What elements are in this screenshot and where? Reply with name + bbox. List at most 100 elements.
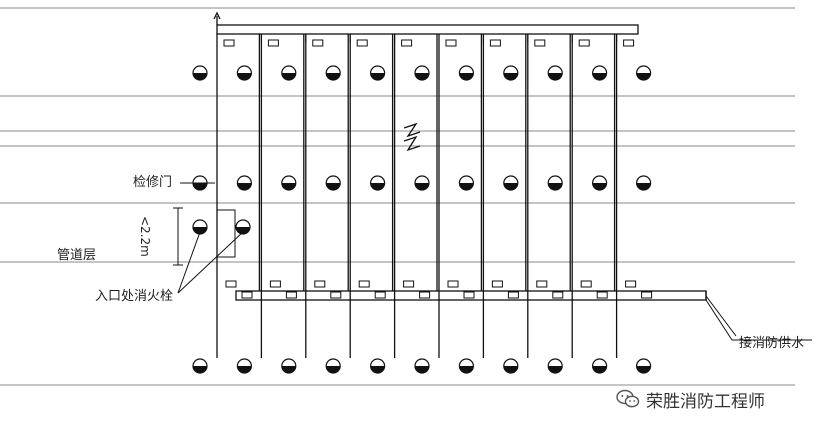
pipe-network bbox=[213, 11, 707, 358]
main-valve bbox=[463, 291, 475, 299]
watermark-text: 荣胜消防工程师 bbox=[646, 391, 765, 412]
hydrant-fill bbox=[326, 366, 341, 374]
fire-hydrant bbox=[458, 175, 474, 191]
main-valve bbox=[419, 291, 431, 299]
break-symbol bbox=[403, 122, 421, 138]
top-valve bbox=[534, 39, 546, 47]
top-valve bbox=[489, 39, 501, 47]
fire-hydrant bbox=[325, 65, 341, 81]
hydrant-leader bbox=[177, 231, 201, 294]
top-ring-main bbox=[216, 24, 639, 35]
leader-lines bbox=[173, 182, 812, 341]
hydrant-fill bbox=[548, 366, 563, 374]
fire-hydrant bbox=[547, 175, 563, 191]
floor-lines bbox=[0, 7, 795, 386]
top-valve bbox=[312, 39, 324, 47]
main-valve bbox=[374, 291, 386, 299]
main-valve bbox=[285, 291, 297, 299]
bottom-valve bbox=[314, 280, 326, 288]
hydrant-fill bbox=[592, 366, 607, 374]
fire-hydrant bbox=[192, 65, 208, 81]
hydrant-fill bbox=[548, 183, 563, 191]
main-valve bbox=[241, 291, 253, 299]
top-valve bbox=[401, 39, 413, 47]
hydrant-fill bbox=[193, 366, 207, 373]
hydrant-fill bbox=[503, 73, 518, 80]
hydrant-fill bbox=[281, 73, 296, 80]
hydrant-group bbox=[192, 65, 652, 374]
hydrant-fill bbox=[281, 366, 296, 374]
watermark: 荣胜消防工程师 bbox=[616, 386, 765, 412]
hydrant-fill bbox=[326, 73, 341, 80]
hydrant-fill bbox=[281, 183, 296, 191]
top-valve bbox=[578, 39, 590, 47]
hydrant-fill bbox=[636, 366, 651, 374]
fire-hydrant bbox=[236, 175, 252, 191]
wechat-icon bbox=[616, 389, 640, 408]
top-valve bbox=[356, 39, 368, 47]
hydrant-fill bbox=[415, 366, 429, 373]
bottom-valve bbox=[447, 280, 459, 288]
fire-hydrant bbox=[414, 358, 430, 374]
top-valve bbox=[267, 39, 279, 47]
fire-hydrant bbox=[325, 175, 341, 191]
fire-hydrant bbox=[547, 358, 563, 374]
fire-hydrant bbox=[370, 65, 386, 81]
bottom-valve bbox=[269, 280, 281, 288]
hydrant-fill bbox=[326, 183, 341, 191]
fire-hydrant bbox=[281, 358, 297, 374]
hydrant-fill bbox=[193, 183, 207, 190]
fire-hydrant bbox=[503, 358, 519, 374]
fire-hydrant bbox=[503, 175, 519, 191]
bottom-valve bbox=[358, 280, 370, 288]
hydrant-fill bbox=[415, 183, 429, 190]
hydrant-fill bbox=[415, 73, 429, 80]
hydrant-fill bbox=[459, 183, 474, 191]
access-door-box bbox=[216, 209, 236, 258]
fire-hydrant bbox=[635, 358, 652, 374]
fire-hydrant bbox=[281, 175, 297, 191]
hydrant-fill bbox=[370, 183, 385, 191]
fire-water-supply-label: 接消防供水 bbox=[739, 336, 805, 351]
hydrant-fill bbox=[237, 183, 252, 191]
hydrant-fill bbox=[636, 183, 651, 191]
fire-hydrant bbox=[591, 358, 608, 374]
hydrant-fill bbox=[459, 73, 474, 80]
hydrant-fill bbox=[592, 183, 607, 191]
supply-leader bbox=[705, 299, 812, 341]
bottom-valve bbox=[536, 280, 548, 288]
hydrant-fill bbox=[503, 183, 518, 191]
fire-hydrant bbox=[192, 358, 208, 374]
bottom-valve bbox=[225, 280, 237, 288]
fire-hydrant bbox=[503, 65, 519, 81]
fire-hydrant bbox=[635, 65, 652, 81]
fire-hydrant bbox=[236, 65, 252, 81]
fire-hydrant bbox=[236, 358, 252, 374]
bottom-valve bbox=[403, 280, 415, 288]
hydrant-fill bbox=[237, 73, 252, 80]
supply-leader bbox=[705, 295, 737, 337]
bottom-valve bbox=[625, 280, 637, 288]
entry-hydrant-label: 入口处消火栓 bbox=[95, 289, 174, 304]
hydrant-fill bbox=[459, 366, 474, 374]
hydrant-fill bbox=[503, 366, 518, 374]
fire-hydrant bbox=[281, 65, 297, 81]
fire-hydrant bbox=[370, 175, 386, 191]
fire-hydrant bbox=[414, 65, 430, 81]
fire-hydrant bbox=[591, 175, 608, 191]
vent-arrow bbox=[213, 11, 221, 20]
fire-hydrant bbox=[458, 65, 474, 81]
hydrant-fill bbox=[370, 366, 385, 374]
fire-hydrant bbox=[591, 65, 608, 81]
fire-hydrant bbox=[414, 175, 430, 191]
hydrant-fill bbox=[592, 73, 607, 80]
break-symbol bbox=[403, 135, 421, 152]
main-valve bbox=[507, 291, 519, 299]
main-valve bbox=[552, 291, 564, 299]
main-valve bbox=[596, 291, 608, 299]
fire-hydrant bbox=[458, 358, 474, 374]
access-door-label: 检修门 bbox=[133, 175, 173, 190]
main-valve bbox=[641, 291, 653, 299]
top-valve bbox=[445, 39, 457, 47]
